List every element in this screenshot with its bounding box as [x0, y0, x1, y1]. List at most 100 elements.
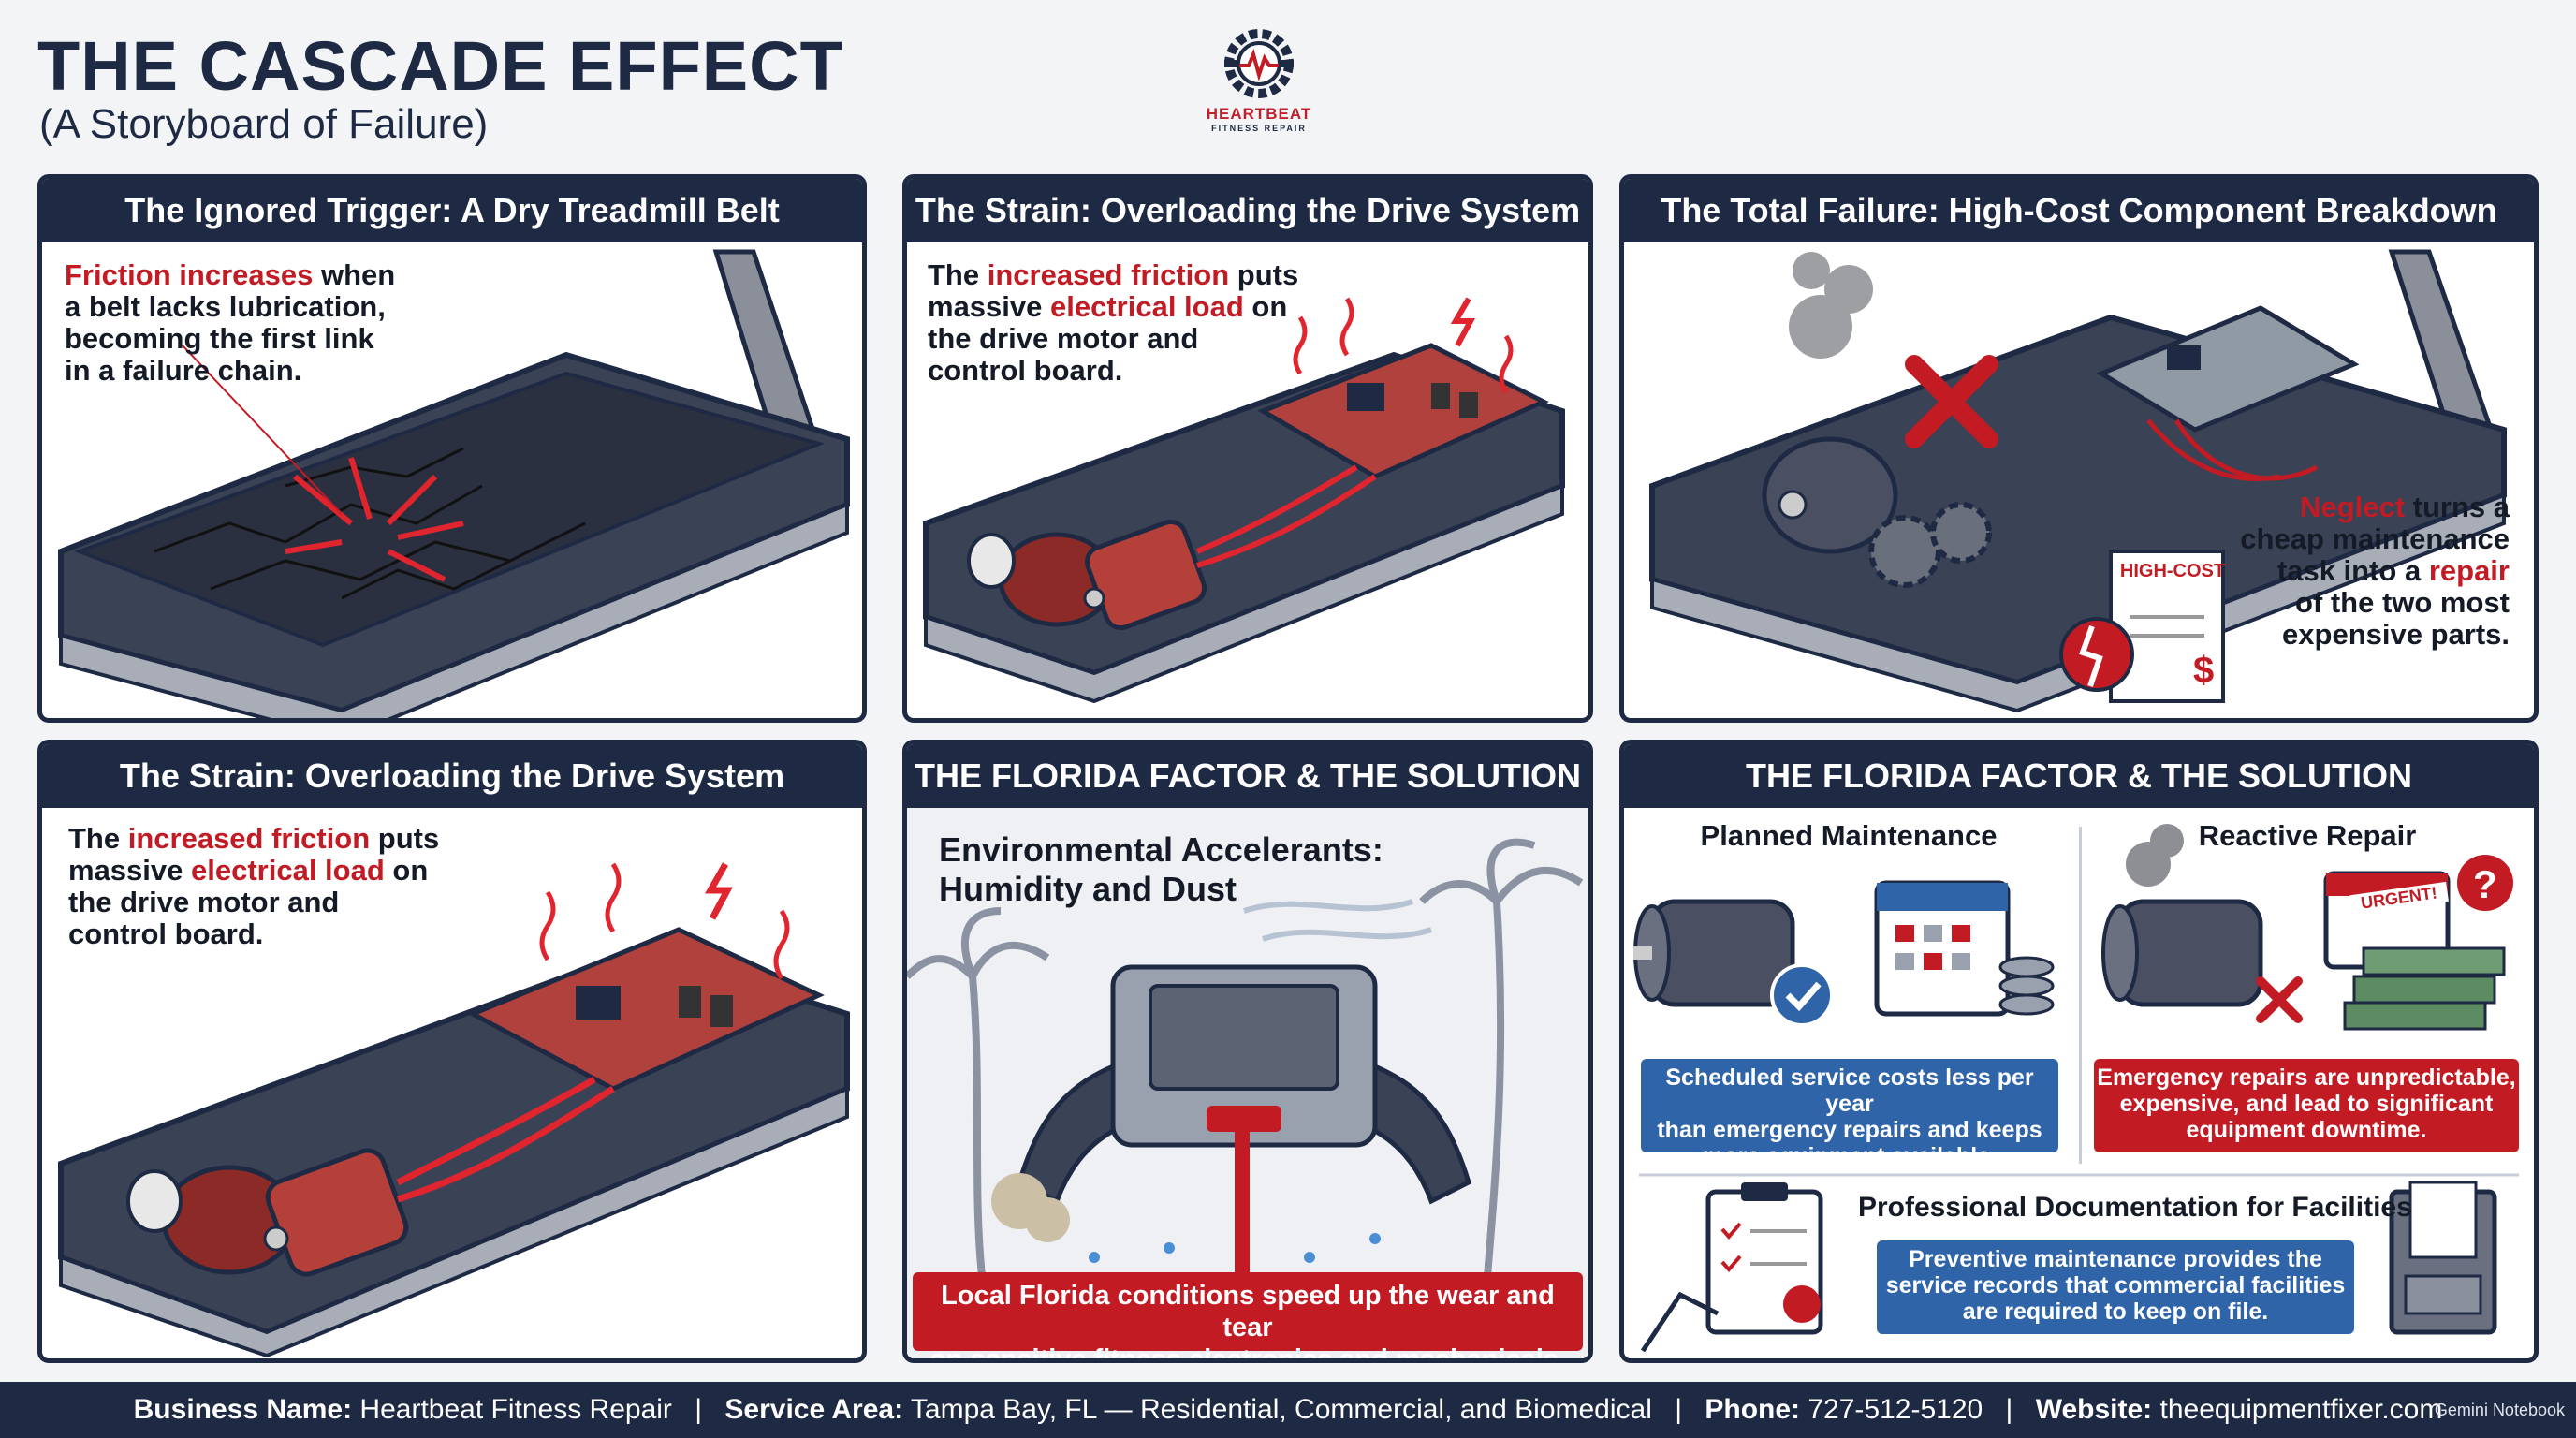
treadmill-console-icon	[1017, 964, 1471, 1282]
palm-tree-icon	[907, 838, 1584, 1277]
svg-text:?: ?	[2473, 862, 2497, 906]
service-area-value: Tampa Bay, FL — Residential, Commercial,…	[910, 1394, 1652, 1425]
caption-text: The	[928, 258, 988, 291]
check-icon	[1770, 963, 1834, 1027]
note-line: more equipment available.	[1703, 1143, 1997, 1169]
question-mark-icon: ?	[2457, 855, 2513, 911]
panel-caption: The increased friction puts massive elec…	[68, 823, 439, 950]
caption-highlight: Friction increases	[65, 258, 314, 291]
svg-text:$: $	[2193, 650, 2214, 691]
caption-line: Friction increases when	[65, 259, 395, 291]
documentation-note: Preventive maintenance provides the serv…	[1877, 1240, 2354, 1334]
invoice-label: HIGH-COST	[2119, 561, 2226, 581]
note-line: are required to keep on file.	[1962, 1299, 2269, 1325]
note-line: equipment downtime.	[2186, 1117, 2427, 1143]
environment-heading: Environmental Accelerants: Humidity and …	[939, 830, 1383, 909]
panel-heading: The Strain: Overloading the Drive System	[42, 744, 862, 808]
website-link[interactable]: theequipmentfixer.com	[2159, 1394, 2443, 1425]
reactive-repair-note: Emergency repairs are unpredictable, exp…	[2094, 1059, 2519, 1152]
gear-heart-icon	[1224, 29, 1294, 98]
file-cabinet-icon	[2389, 1181, 2497, 1335]
caption-text: on	[1243, 290, 1288, 323]
caption-highlight: increased friction	[127, 822, 371, 855]
phone-value[interactable]: 727-512-5120	[1808, 1394, 1983, 1425]
calendar-icon	[1874, 880, 2011, 1017]
note-line: Scheduled service costs less per year	[1665, 1064, 2034, 1117]
panel-heading: The Ignored Trigger: A Dry Treadmill Bel…	[42, 179, 862, 242]
caption-line: in a failure chain.	[65, 354, 302, 387]
panel-drive-strain-repeat: The Strain: Overloading the Drive System…	[37, 740, 867, 1363]
high-cost-invoice-icon: $	[2109, 550, 2225, 703]
florida-warning-banner: Local Florida conditions speed up the we…	[913, 1272, 1583, 1358]
control-board-icon	[467, 927, 825, 1092]
caption-line: massive electrical load on	[68, 855, 439, 887]
motor-icon	[1633, 899, 1795, 1007]
solution-illustrations: ?	[1633, 824, 2519, 1353]
caption-text: massive	[68, 854, 191, 887]
caption-text: The	[68, 822, 128, 855]
panel-florida-solution: THE FLORIDA FACTOR & THE SOLUTION Planne…	[1619, 740, 2539, 1363]
footer-separator: |	[2005, 1394, 2013, 1425]
hand-icon	[1640, 1291, 1720, 1353]
overloaded-drive-illustration	[923, 297, 1565, 704]
caption-line: Neglect turns a	[2240, 492, 2510, 523]
phone-label: Phone:	[1705, 1394, 1801, 1425]
planned-maintenance-note: Scheduled service costs less per year th…	[1641, 1059, 2058, 1169]
caption-line: task into a repair	[2240, 555, 2510, 587]
note-line: expensive, and lead to significant	[2119, 1091, 2494, 1117]
dusty-console-illustration	[907, 808, 1588, 1358]
caption-line: The increased friction puts	[68, 823, 439, 855]
planned-maintenance-title: Planned Maintenance	[1700, 819, 1998, 852]
caption-text: on	[384, 854, 429, 887]
sand-dust-icon	[991, 1173, 1070, 1242]
caption-line: massive electrical load on	[928, 291, 1298, 323]
broken-gear-icon	[1868, 502, 1992, 588]
smoke-icon	[1789, 252, 1873, 359]
column-divider	[2079, 827, 2082, 1164]
environment-heading-line: Humidity and Dust	[939, 870, 1237, 908]
caption-line: control board.	[928, 354, 1123, 387]
footer-bar: Business Name: Heartbeat Fitness Repair …	[0, 1382, 2576, 1438]
panel-drive-strain: The Strain: Overloading the Drive System…	[902, 174, 1593, 723]
smoking-motor-icon	[2101, 824, 2263, 1007]
red-x-icon	[1905, 355, 1998, 448]
panel-dry-belt: The Ignored Trigger: A Dry Treadmill Bel…	[37, 174, 867, 723]
caption-line: a belt lacks lubrication,	[65, 290, 386, 323]
caption-line: cheap maintenance	[2240, 522, 2510, 555]
motor-icon	[1083, 519, 1208, 631]
caption-line: expensive parts.	[2282, 618, 2510, 651]
panel-heading: The Strain: Overloading the Drive System	[907, 179, 1588, 242]
panel-florida-environment: THE FLORIDA FACTOR & THE SOLUTION	[902, 740, 1593, 1363]
caption-text: turns a	[2405, 491, 2510, 523]
caption-line: of the two most	[2294, 586, 2510, 619]
red-x-icon	[2256, 976, 2303, 1023]
page-title: THE CASCADE EFFECT	[37, 27, 843, 105]
caption-text: massive	[928, 290, 1050, 323]
note-line: Preventive maintenance provides the	[1909, 1246, 2322, 1272]
panel-caption: The increased friction puts massive elec…	[928, 259, 1298, 387]
note-line: Emergency repairs are unpredictable,	[2097, 1064, 2516, 1091]
caption-line: the drive motor and	[928, 322, 1199, 355]
note-line: service records that commercial faciliti…	[1885, 1272, 2346, 1299]
panel-heading: The Total Failure: High-Cost Component B…	[1624, 179, 2534, 242]
brand-logo: HEARTBEAT FITNESS REPAIR	[1189, 24, 1329, 137]
footer-separator: |	[1675, 1394, 1683, 1425]
caption-text: when	[313, 258, 396, 291]
caption-highlight: increased friction	[987, 258, 1230, 291]
panel-caption: Friction increases when a belt lacks lub…	[65, 259, 395, 387]
caption-line: becoming the first link	[65, 322, 374, 355]
logo-subtext: FITNESS REPAIR	[1211, 124, 1307, 133]
business-name-value: Heartbeat Fitness Repair	[359, 1394, 672, 1425]
caption-line: control board.	[68, 917, 264, 950]
panel-total-failure: The Total Failure: High-Cost Component B…	[1619, 174, 2539, 723]
caption-highlight: Neglect	[2300, 491, 2406, 523]
motor-icon	[263, 1148, 409, 1277]
caption-text: puts	[1229, 258, 1299, 291]
caption-highlight: electrical load	[191, 854, 385, 887]
cash-stack-icon	[2343, 946, 2506, 1031]
caption-line: The increased friction puts	[928, 259, 1298, 291]
caption-text: task into a	[2276, 554, 2429, 587]
documentation-title: Professional Documentation for Facilitie…	[1858, 1192, 2412, 1223]
dry-treadmill-belt-illustration	[58, 249, 850, 718]
banner-line: Local Florida conditions speed up the we…	[941, 1281, 1555, 1343]
